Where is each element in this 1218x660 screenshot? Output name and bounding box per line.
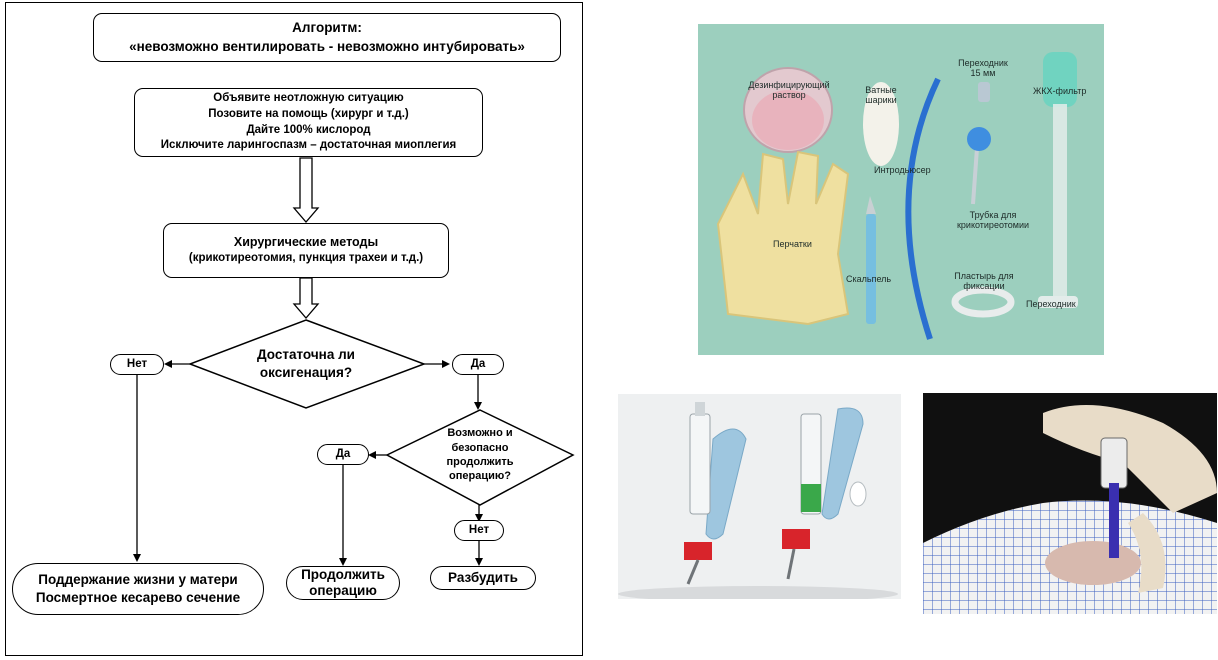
label-disinfectant: Дезинфицирующий раствор xyxy=(748,80,830,101)
label-scalpel: Скальпель xyxy=(846,274,892,284)
connector-left xyxy=(684,542,712,560)
label-adapter-15mm: Переходник 15 мм xyxy=(958,58,1008,79)
cannula-device-photo xyxy=(618,394,901,599)
label-hme-filter: ЖКХ-фильтр xyxy=(1033,86,1087,96)
decision-oxygenation-no: Нет xyxy=(110,354,164,375)
end-maternal-support: Поддержание жизни у матери Посмертное ке… xyxy=(12,563,264,615)
end-maternal-support-line2: Посмертное кесарево сечение xyxy=(35,590,241,605)
label-cotton: Ватные шарики xyxy=(865,85,897,106)
decision-oxygenation-shape xyxy=(187,319,427,409)
step-surgical-line1: Хирургические методы xyxy=(233,235,379,250)
block-arrow-2 xyxy=(292,277,320,319)
decision-oxygenation-line2: оксигенация? xyxy=(259,365,353,380)
scalpel xyxy=(866,214,876,324)
decision-continue-text: Возможно и безопасно продолжить операцию… xyxy=(422,423,538,487)
decision-continue-line4: операцию? xyxy=(449,470,511,483)
syringe-left xyxy=(689,413,711,515)
decision-oxygenation-line1: Достаточна ли xyxy=(257,347,355,363)
end-continue-surgery: Продолжить операцию xyxy=(286,566,400,600)
decision-continue-line3: продолжить xyxy=(446,456,514,468)
pilot-balloon xyxy=(849,481,867,507)
step-emergency-line3: Дайте 100% кислород xyxy=(246,123,371,136)
device-illustration xyxy=(618,394,901,599)
label-tube: Трубка для крикотиреотомии xyxy=(956,210,1030,231)
fixation-plaster xyxy=(951,286,1015,318)
syringe-in-procedure xyxy=(1100,437,1128,489)
cricothyrotomy-kit-photo: Дезинфицирующий раствор Ватные шарики Пе… xyxy=(698,24,1104,355)
end-continue-surgery-line1: Продолжить xyxy=(301,566,385,582)
kit-illustration xyxy=(698,24,1104,355)
end-continue-surgery-line2: операцию xyxy=(309,583,377,598)
decision-continue-line1: Возможно и xyxy=(447,427,513,440)
label-plaster: Пластырь для фиксации xyxy=(954,271,1014,292)
decision-continue-line2: безопасно xyxy=(451,441,509,454)
end-wake-up: Разбудить xyxy=(430,566,536,590)
gloves xyxy=(716,150,850,326)
step-emergency-line1: Объявите неотложную ситуацию xyxy=(213,92,404,105)
neck-strap-right xyxy=(821,407,864,520)
label-adapter: Переходник xyxy=(1026,299,1076,309)
algorithm-title-line2: «невозможно вентилировать - невозможно и… xyxy=(129,38,525,54)
procedure-illustration xyxy=(923,393,1217,614)
cotton-balls xyxy=(863,82,899,166)
step-emergency-line2: Позовите на помощь (хирург и т.д.) xyxy=(208,107,409,120)
introducer xyxy=(905,77,941,340)
step-emergency-line4: Исключите ларингоспазм – достаточная мио… xyxy=(160,139,457,152)
decision-oxygenation-yes: Да xyxy=(452,354,504,375)
connector-right xyxy=(782,529,810,549)
step-surgical-box: Хирургические методы (крикотиреотомия, п… xyxy=(163,223,449,278)
algorithm-title-line1: Алгоритм: xyxy=(292,20,362,36)
adapter-15mm xyxy=(978,82,990,102)
neck-strap-left xyxy=(705,428,747,540)
end-maternal-support-line1: Поддержание жизни у матери xyxy=(38,571,238,587)
decision-continue-yes: Да xyxy=(317,444,369,465)
decision-oxygenation-text: Достаточна ли оксигенация? xyxy=(215,340,397,388)
label-gloves: Перчатки xyxy=(773,239,812,249)
decision-continue-shape xyxy=(385,409,575,506)
label-introducer: Интродьюсер xyxy=(874,165,931,175)
procedure-photo xyxy=(923,393,1217,614)
decision-continue-no: Нет xyxy=(454,520,504,541)
gloved-hand xyxy=(1043,405,1217,513)
step-emergency-box: Объявите неотложную ситуацию Позовите на… xyxy=(134,88,483,157)
hme-filter xyxy=(1043,52,1077,107)
block-arrow-1 xyxy=(292,157,320,223)
step-surgical-line2: (крикотиреотомия, пункция трахеи и т.д.) xyxy=(188,252,424,265)
algorithm-title-box: Алгоритм: «невозможно вентилировать - не… xyxy=(93,13,561,62)
